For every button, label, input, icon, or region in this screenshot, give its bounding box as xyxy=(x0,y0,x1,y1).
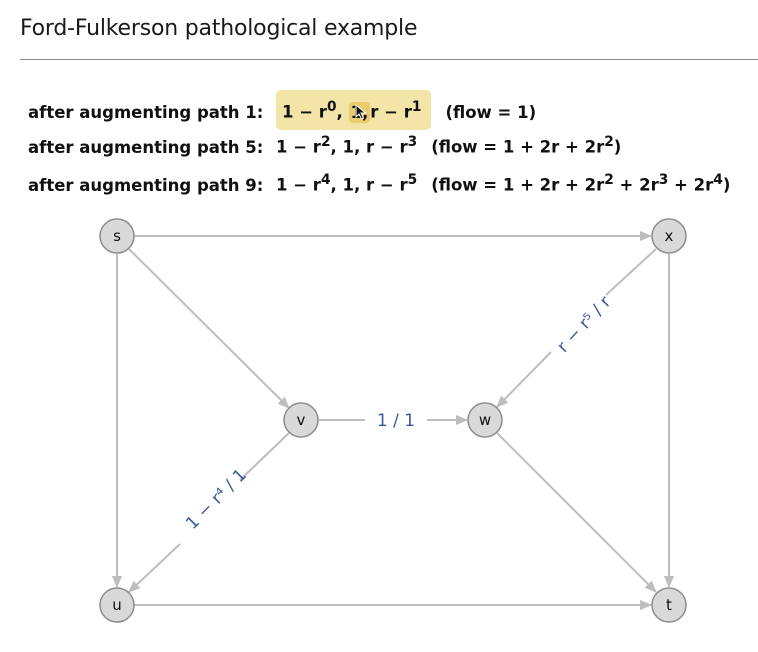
node-w: w xyxy=(467,402,503,438)
terms: 1 − r2, 1, r − r3 xyxy=(276,134,418,157)
edge-w-t xyxy=(496,432,657,593)
term-3: r − r xyxy=(370,102,412,122)
term-1: 1 − r xyxy=(276,175,321,195)
edge-v-u-head xyxy=(128,543,181,593)
term-1: 1 − r xyxy=(282,102,327,122)
term-3: r − r xyxy=(366,137,408,157)
step-row-9: after augmenting path 9: 1 − r4, 1, r − r… xyxy=(28,166,753,204)
step-row-5: after augmenting path 5: 1 − r2, 1, r − r… xyxy=(28,128,753,166)
term-3: r − r xyxy=(366,175,408,195)
mouse-pointer-icon xyxy=(355,104,367,120)
edge-x-w-head xyxy=(496,351,552,408)
edge-label-x-w: r − r⁵ / r xyxy=(553,292,615,356)
term-1-exponent: 4 xyxy=(320,172,331,188)
term-3-exponent: 1 xyxy=(411,99,422,115)
edge-label-v-w: 1 / 1 xyxy=(377,411,415,431)
term-3-exponent: 5 xyxy=(407,172,418,188)
edge-v-u xyxy=(239,432,290,481)
augmenting-steps: after augmenting path 1: 1 − r0, 1,r − r1… xyxy=(28,90,753,204)
node-label: v xyxy=(297,411,306,429)
term-1-exponent: 2 xyxy=(320,134,331,150)
terms: 1 − r4, 1, r − r5 xyxy=(276,172,418,195)
term-3-exponent: 3 xyxy=(407,134,418,150)
step-lead: after augmenting path 5: xyxy=(28,137,264,157)
edge-label-v-u: 1 − r⁴ / 1 xyxy=(182,465,251,534)
node-t: t xyxy=(651,587,687,623)
highlighted-terms: 1 − r0, 1,r − r1 xyxy=(276,90,432,130)
node-s: s xyxy=(99,218,135,254)
node-label: u xyxy=(112,596,122,614)
node-v: v xyxy=(283,402,319,438)
flow-value: (flow = 1 + 2r + 2r2) xyxy=(431,134,622,157)
node-u: u xyxy=(99,587,135,623)
term-1: 1 − r xyxy=(276,137,321,157)
step-lead: after augmenting path 9: xyxy=(28,175,264,195)
term-1-exponent: 0 xyxy=(326,99,337,115)
edge-s-v xyxy=(128,248,290,409)
title-divider xyxy=(20,59,758,60)
step-row-1: after augmenting path 1: 1 − r0, 1,r − r1… xyxy=(28,90,753,130)
node-label: w xyxy=(479,411,491,429)
term-2: 1, xyxy=(342,137,361,157)
node-label: s xyxy=(113,227,121,245)
flow-value: (flow = 1) xyxy=(445,102,537,122)
node-label: x xyxy=(665,227,674,245)
node-x: x xyxy=(651,218,687,254)
term-2: 1, xyxy=(342,175,361,195)
flow-value: (flow = 1 + 2r + 2r2 + 2r3 + 2r4) xyxy=(431,172,731,195)
step-lead: after augmenting path 1: xyxy=(28,102,264,122)
edge-x-w xyxy=(605,248,657,296)
node-label: t xyxy=(666,596,672,614)
slide-title: Ford-Fulkerson pathological example xyxy=(20,16,418,41)
